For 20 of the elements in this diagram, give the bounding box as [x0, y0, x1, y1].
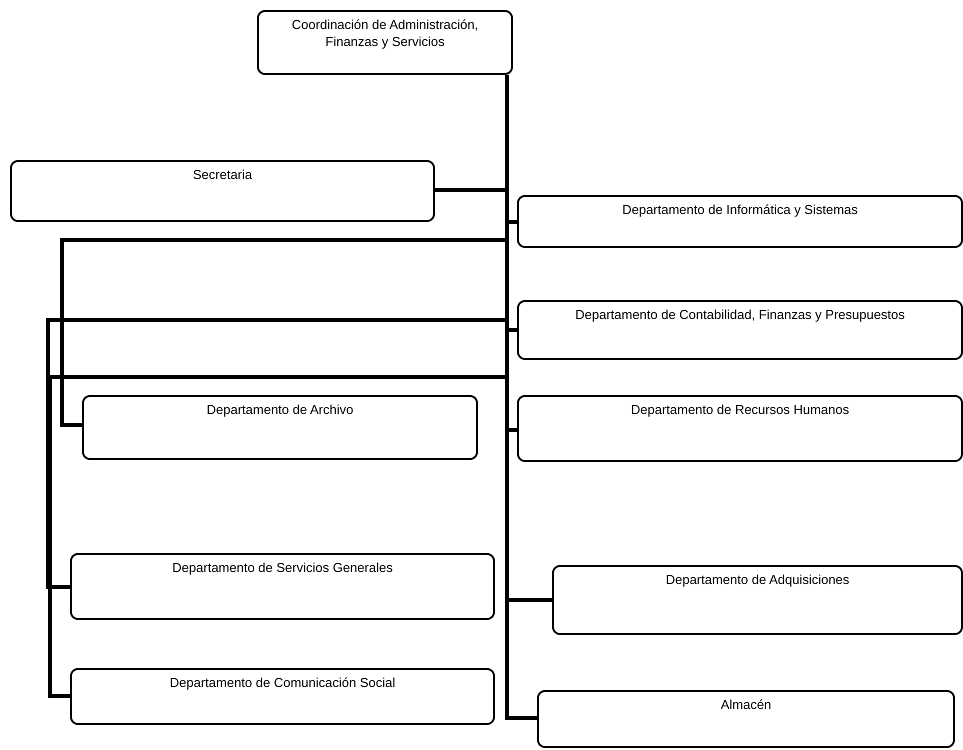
box-label: Departamento de Adquisiciones — [666, 571, 850, 588]
box-label: Departamento de Recursos Humanos — [630, 401, 850, 418]
org-box — [517, 195, 963, 248]
org-box — [10, 160, 435, 222]
box-label: Departamento de Contabilidad, Finanzas y Presupuestos — [575, 306, 905, 323]
org-box — [517, 395, 963, 462]
box-label: Almacén — [720, 696, 772, 713]
org-box — [257, 10, 513, 75]
org-box — [70, 553, 495, 620]
org-box — [537, 690, 955, 748]
box-label: Departamento de Archivo — [206, 401, 354, 418]
box-label: Coordinación de Administración, Finanzas y Servicios — [290, 16, 480, 50]
org-box — [552, 565, 963, 635]
box-label: Departamento de Servicios Generales — [172, 559, 393, 576]
org-box — [70, 668, 495, 725]
box-label: Secretaria — [192, 166, 252, 183]
box-label: Departamento de Informática y Sistemas — [622, 201, 858, 218]
org-box — [517, 300, 963, 360]
box-label: Departamento de Comunicación Social — [170, 674, 396, 691]
org-box — [82, 395, 478, 460]
